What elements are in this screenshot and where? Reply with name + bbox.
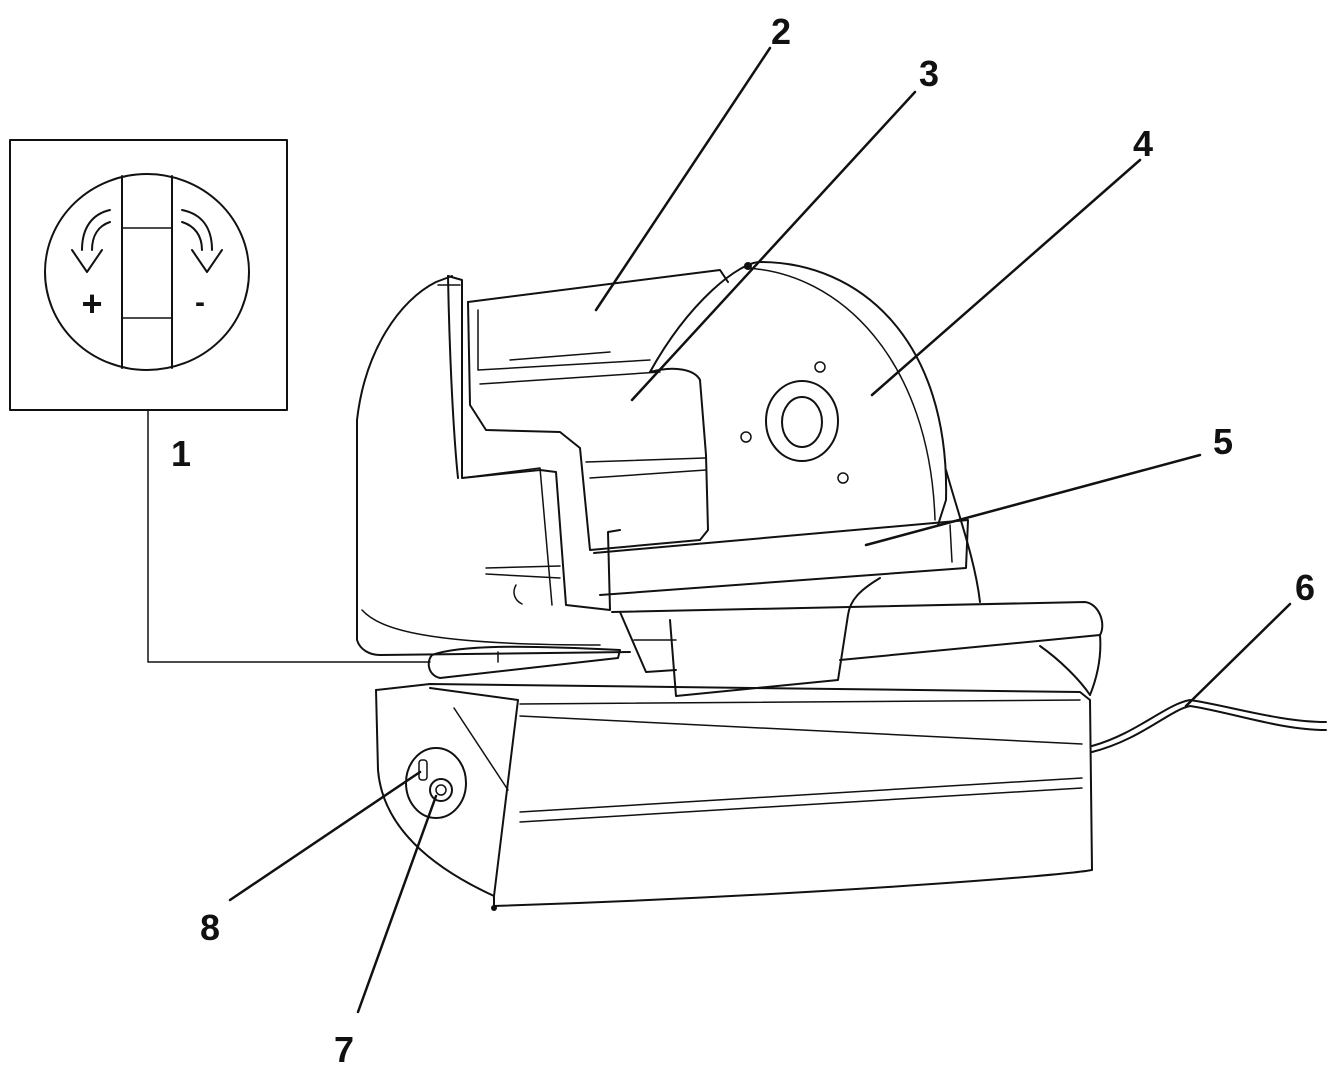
left-housing <box>356 275 631 656</box>
blade <box>744 267 936 521</box>
base-top <box>611 601 1104 661</box>
pusher-handle <box>649 367 709 541</box>
callout-4: 4 <box>1133 123 1153 164</box>
blade-guard <box>649 261 948 526</box>
callout-2: 2 <box>771 11 791 52</box>
base-box <box>375 683 1093 907</box>
leader-5 <box>864 453 1202 547</box>
slicer-body <box>356 261 1327 911</box>
inset-knob-detail: + - <box>9 139 431 663</box>
food-pusher <box>467 269 729 303</box>
blade-hub <box>765 380 839 462</box>
slide-bar <box>593 519 969 596</box>
power-indicator <box>418 759 428 781</box>
plus-sign: + <box>81 283 102 324</box>
callout-5: 5 <box>1213 421 1233 462</box>
carriage-support <box>669 577 881 697</box>
callout-6: 6 <box>1295 567 1315 608</box>
minus-sign: - <box>195 286 205 319</box>
callout-3: 3 <box>919 53 939 94</box>
power-switch <box>429 778 453 802</box>
inset-connector-line <box>147 409 431 663</box>
knob-dial <box>44 173 250 371</box>
end-cap <box>429 687 519 897</box>
thickness-knob <box>427 645 621 679</box>
leader-3 <box>630 90 917 402</box>
callout-7: 7 <box>334 1029 354 1070</box>
switch-panel <box>405 747 467 819</box>
power-cord <box>1091 705 1327 753</box>
callout-1: 1 <box>171 433 191 474</box>
arrow-clockwise-icon <box>181 209 223 273</box>
leader-8 <box>228 770 422 902</box>
leader-4 <box>870 158 1142 397</box>
arrow-counterclockwise-icon <box>71 209 111 273</box>
leader-2 <box>594 46 772 312</box>
leader-6 <box>1184 602 1292 708</box>
callout-8: 8 <box>200 907 220 948</box>
leader-7 <box>356 794 438 1014</box>
carriage-plate <box>447 275 621 611</box>
